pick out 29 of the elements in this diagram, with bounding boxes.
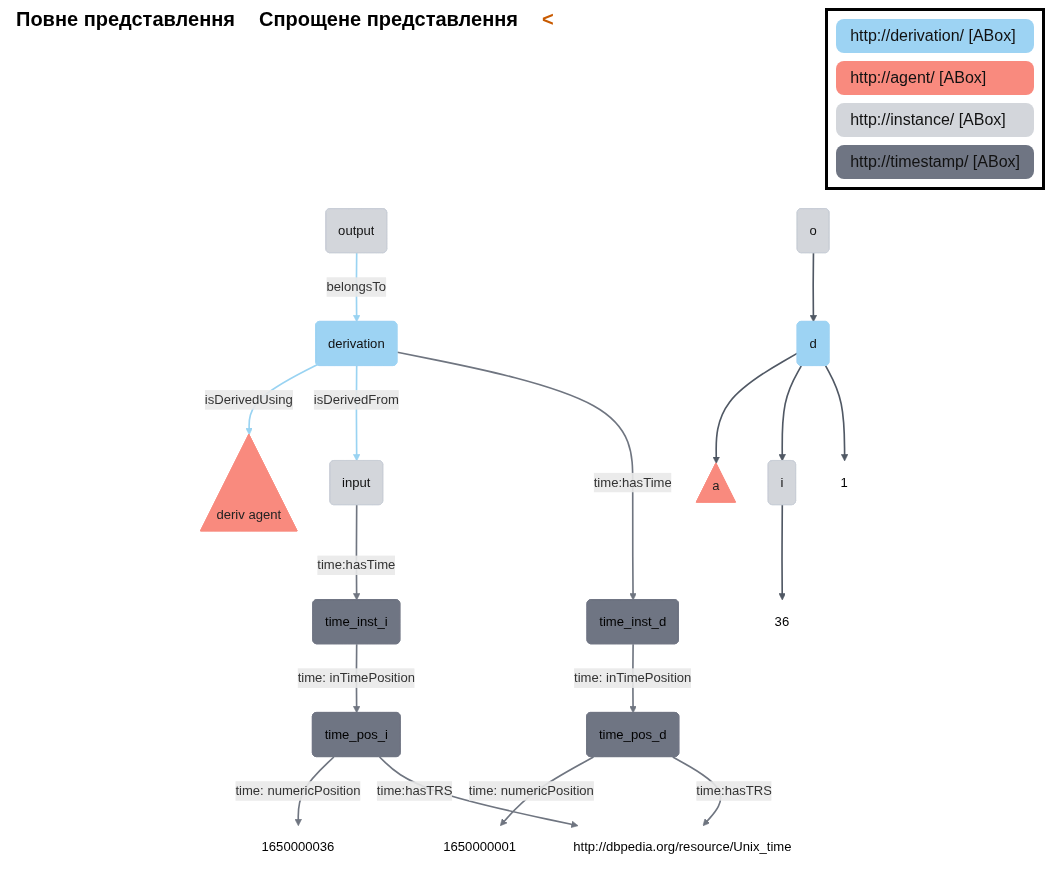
edge-label: time: inTimePosition bbox=[574, 670, 692, 685]
arrow bbox=[825, 365, 849, 462]
section-heading: Повне представлення bbox=[16, 8, 235, 31]
edge-label: time:hasTime bbox=[317, 557, 396, 572]
legend-swatch: http://timestamp/ [ABox] bbox=[836, 145, 1034, 179]
arrow bbox=[778, 504, 786, 601]
edge-label: time:hasTRS bbox=[696, 783, 773, 798]
node-text: 36 bbox=[774, 614, 790, 629]
edge-label: isDerivedUsing bbox=[205, 392, 293, 407]
edge-label: isDerivedFrom bbox=[313, 392, 400, 407]
edge-label: time: inTimePosition bbox=[297, 670, 416, 685]
arrow bbox=[810, 252, 818, 323]
edge-label: belongsTo bbox=[326, 279, 387, 294]
node-text: http://dbpedia.org/resource/Unix_time bbox=[573, 840, 792, 854]
legend-swatch: http://agent/ [ABox] bbox=[836, 61, 1034, 95]
arrow bbox=[712, 352, 799, 464]
legend-swatch: http://derivation/ [ABox] bbox=[836, 19, 1034, 53]
edge-label: time:hasTime bbox=[593, 475, 672, 490]
node-text: 1650000001 bbox=[443, 840, 517, 854]
section-heading: Спрощене представлення bbox=[258, 8, 518, 31]
legend-swatch: http://instance/ [ABox] bbox=[836, 103, 1034, 137]
edge-label: time: numericPosition bbox=[235, 783, 361, 798]
edge-label: time: numericPosition bbox=[469, 783, 595, 798]
comparison-sign: < bbox=[542, 8, 554, 31]
arrow bbox=[778, 365, 803, 462]
arrow bbox=[396, 351, 637, 601]
node-text: 1650000036 bbox=[261, 840, 335, 854]
node-text: 1 bbox=[840, 475, 849, 490]
edge-label: time:hasTRS bbox=[377, 783, 453, 798]
